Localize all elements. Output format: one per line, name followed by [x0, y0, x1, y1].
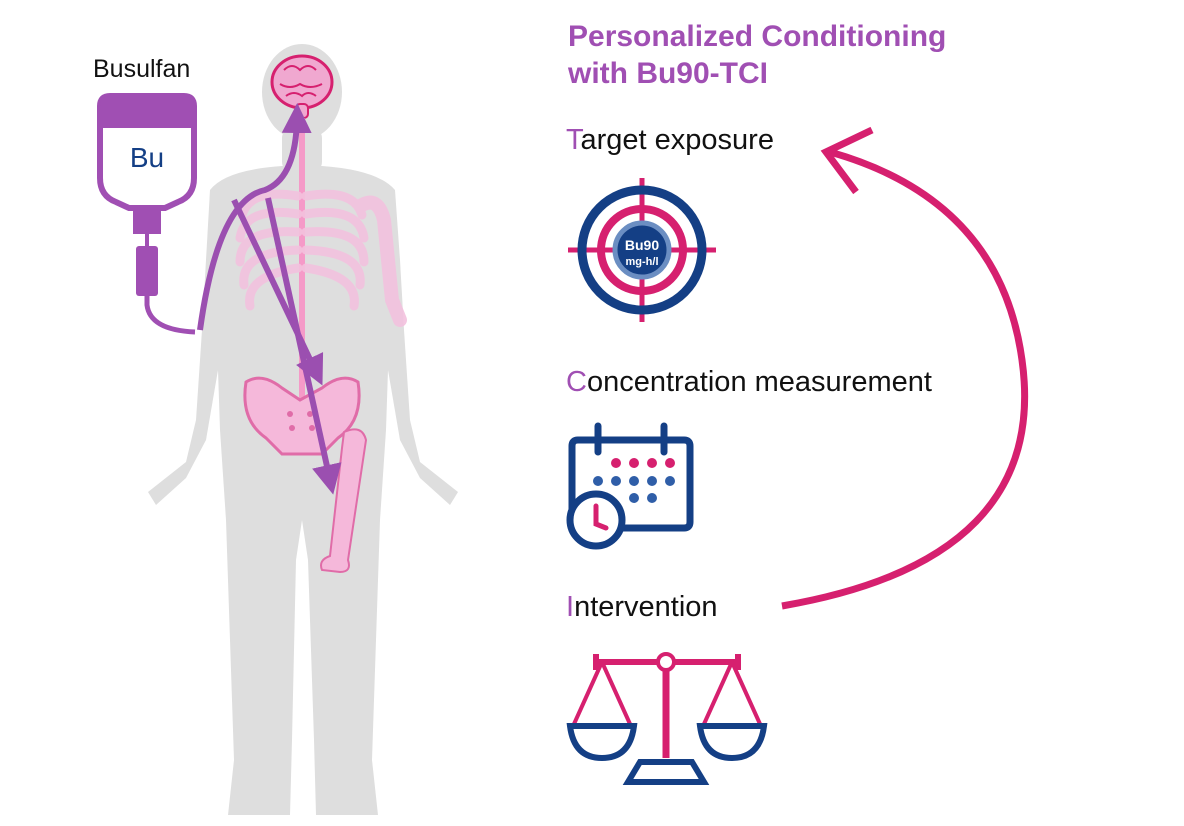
step-target-exposure: Target exposure: [566, 124, 774, 157]
step-label: ntervention: [574, 591, 718, 623]
pelvis: [243, 376, 361, 456]
distribution-arrows: [197, 103, 342, 495]
step-lead-letter: C: [566, 366, 587, 398]
balance-scale-icon: [566, 652, 768, 785]
target-icon: [568, 178, 716, 322]
feedback-loop-arrow: [781, 126, 1029, 610]
iv-bag-label: Bu: [130, 142, 164, 173]
title-line-1: Personalized Conditioning: [568, 20, 947, 53]
step-lead-letter: T: [566, 124, 581, 156]
target-unit: mg-h/l: [626, 256, 659, 268]
iv-bag: [97, 93, 197, 335]
step-intervention: Intervention: [566, 591, 718, 624]
target-value: Bu90: [625, 237, 659, 253]
title-line-2: with Bu90-TCI: [568, 57, 768, 90]
calendar-clock-icon: [566, 422, 694, 550]
step-label: oncentration measurement: [586, 366, 932, 398]
femur: [320, 428, 368, 574]
drug-label: Busulfan: [93, 55, 191, 83]
step-concentration-measurement: Concentration measurement: [566, 366, 932, 399]
rib-cage: [235, 189, 407, 327]
page-title: Personalized Conditioning with Bu90-TCI: [568, 18, 1028, 92]
step-label: arget exposure: [580, 124, 774, 156]
step-lead-letter: I: [566, 591, 575, 623]
